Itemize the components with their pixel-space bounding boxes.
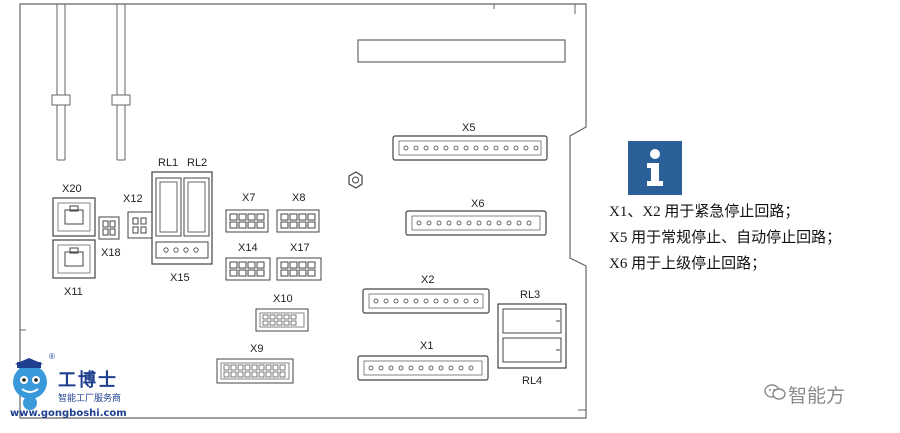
label-x1: X1 (420, 340, 433, 352)
info-notes: X1、X2 用于紧急停止回路； X5 用于常规停止、自动停止回路； X6 用于上… (609, 199, 841, 277)
relay-group-rl1-rl2 (151, 171, 213, 265)
label-rl3: RL3 (520, 289, 540, 301)
connector-x9 (216, 358, 294, 384)
label-rl4: RL4 (522, 375, 542, 387)
label-x10: X10 (273, 293, 293, 305)
info-line-x1-x2: X1、X2 用于紧急停止回路； (609, 204, 800, 220)
label-rl1: RL1 (158, 157, 178, 169)
display-slot (357, 39, 566, 63)
connector-x17 (276, 257, 322, 281)
wechat-icon (764, 384, 786, 400)
logo-registered-mark: ® (49, 352, 55, 361)
label-x6: X6 (471, 198, 484, 210)
connector-x20 (52, 197, 96, 237)
label-x20: X20 (62, 183, 82, 195)
label-x18: X18 (101, 247, 121, 259)
hex-nut (348, 171, 363, 189)
info-icon (628, 141, 682, 195)
connector-x18 (98, 216, 120, 240)
label-x8: X8 (292, 192, 305, 204)
connector-x11 (52, 239, 96, 279)
connector-x12 (127, 211, 153, 239)
label-x17: X17 (290, 242, 310, 254)
logo-url: www.gongboshi.com (10, 408, 127, 419)
connector-x5 (392, 135, 548, 161)
label-x15: X15 (170, 272, 190, 284)
logo-name: 工博士 (58, 370, 118, 391)
label-x11: X11 (64, 286, 83, 298)
label-x14: X14 (238, 242, 258, 254)
connector-x8 (276, 209, 320, 233)
logo-tagline: 智能工厂服务商 (58, 394, 122, 404)
watermark-text: 智能方 (788, 385, 846, 407)
label-x5: X5 (462, 122, 475, 134)
board-outline (19, 3, 587, 419)
label-x12: X12 (123, 193, 143, 205)
connector-x1 (357, 355, 489, 381)
connector-x6 (405, 210, 547, 236)
info-line-x5: X5 用于常规停止、自动停止回路； (609, 230, 842, 246)
logo (6, 352, 146, 427)
mascot-icon (13, 358, 47, 410)
info-line-x6: X6 用于上级停止回路； (609, 256, 767, 272)
vertical-rails (51, 4, 131, 161)
relay-group-rl3-rl4 (497, 303, 567, 369)
label-x2: X2 (421, 274, 434, 286)
label-x9: X9 (250, 343, 263, 355)
connector-x2 (362, 288, 490, 314)
connector-x14 (225, 257, 271, 281)
connector-x10 (255, 308, 309, 332)
label-rl2: RL2 (187, 157, 207, 169)
label-x7: X7 (242, 192, 255, 204)
connector-x7 (225, 209, 269, 233)
